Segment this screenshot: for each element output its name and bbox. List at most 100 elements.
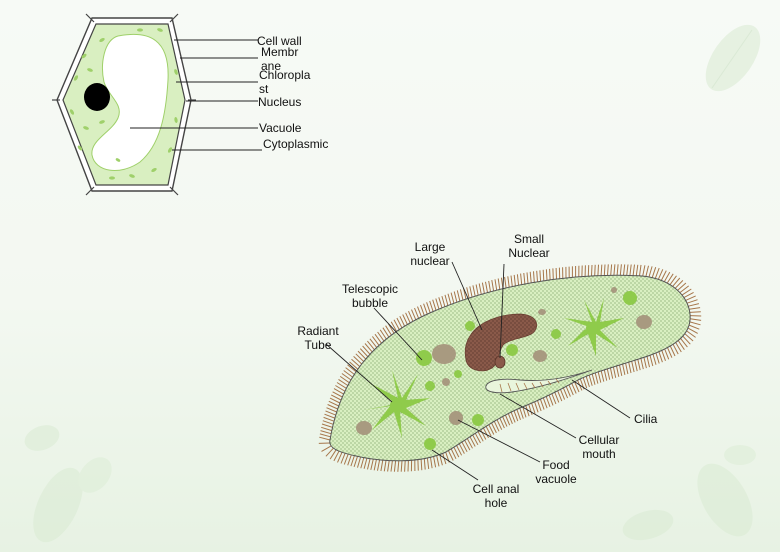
- cilium: [647, 356, 650, 367]
- label-telescopic-bubble: Telescopic bubble: [330, 282, 410, 310]
- cilium: [341, 453, 345, 463]
- cilium: [486, 282, 488, 293]
- label-large-nuclear: Large nuclear: [400, 240, 460, 268]
- cilium: [650, 355, 653, 366]
- label-cytoplasmic: Cytoplasmic: [263, 137, 329, 151]
- cilium: [505, 277, 507, 288]
- cilium: [646, 266, 649, 277]
- cilium: [586, 376, 589, 387]
- cilium: [517, 274, 518, 285]
- label-cilia: Cilia: [634, 412, 657, 426]
- cilium: [610, 368, 612, 379]
- cilium: [652, 267, 656, 278]
- label-chloroplast: Chloroplast: [259, 68, 311, 96]
- cilium: [690, 312, 701, 313]
- cilium: [354, 356, 362, 364]
- cilium: [686, 296, 696, 301]
- label-small-nuclear: Small Nuclear: [496, 232, 562, 260]
- cilium: [656, 353, 659, 364]
- label-food-vacuole: Food vacuole: [524, 458, 588, 486]
- cilium: [655, 268, 659, 278]
- cilium: [427, 302, 431, 313]
- cilium: [358, 351, 366, 359]
- label-vacuole: Vacuole: [259, 121, 301, 135]
- cilium: [368, 459, 371, 470]
- cilium: [598, 265, 599, 276]
- cilium: [374, 460, 376, 471]
- cilium: [394, 461, 395, 472]
- cilium: [356, 354, 364, 362]
- cilium: [537, 271, 538, 282]
- cilium: [378, 460, 380, 471]
- cilium: [629, 362, 631, 373]
- cilium: [620, 365, 622, 376]
- cilium: [601, 371, 604, 382]
- cilium: [662, 350, 666, 360]
- cilium: [627, 265, 628, 276]
- cilium: [641, 358, 643, 369]
- cilium: [473, 285, 475, 296]
- cilium: [643, 265, 645, 276]
- cilium: [427, 458, 428, 469]
- cilium: [689, 325, 699, 329]
- cilium: [583, 378, 587, 389]
- cilium: [326, 411, 336, 415]
- cilium: [690, 319, 701, 321]
- cilium: [421, 305, 425, 315]
- cilium: [636, 265, 638, 276]
- cilium: [371, 459, 374, 470]
- cilium: [321, 431, 332, 434]
- cilium: [324, 417, 334, 421]
- cilium: [470, 286, 472, 297]
- cilium: [521, 274, 522, 285]
- cilium: [364, 458, 367, 469]
- cilium: [635, 360, 637, 371]
- cilium: [649, 266, 652, 277]
- cilium: [595, 265, 596, 276]
- cilium: [517, 409, 521, 419]
- cilium: [535, 402, 539, 413]
- plant-cell: [52, 14, 262, 195]
- cilium: [415, 308, 419, 318]
- cilium: [514, 411, 518, 421]
- cilium: [360, 349, 368, 357]
- cilium: [534, 271, 535, 282]
- cilium: [592, 265, 593, 276]
- cilium: [421, 459, 422, 470]
- cilium: [442, 296, 445, 307]
- cilium: [430, 301, 433, 312]
- cilium: [592, 374, 595, 385]
- cilium: [604, 265, 605, 276]
- cilium: [431, 457, 433, 468]
- cilium: [405, 461, 406, 472]
- cilium: [543, 398, 547, 408]
- cilium: [437, 456, 439, 467]
- cilium: [322, 424, 333, 427]
- cilium: [633, 265, 634, 276]
- cilium: [601, 265, 602, 276]
- cilium: [398, 461, 399, 472]
- cilium: [482, 283, 484, 294]
- cilium: [358, 457, 361, 468]
- cilium: [363, 346, 370, 354]
- cilium: [319, 437, 330, 440]
- cilium: [361, 458, 364, 469]
- cilium: [434, 457, 436, 468]
- cilium: [514, 275, 515, 286]
- cilium: [589, 375, 592, 386]
- cilium: [492, 280, 494, 291]
- cilium: [436, 299, 439, 310]
- cilium: [530, 272, 531, 283]
- cilium: [607, 369, 609, 380]
- cilium: [552, 394, 556, 404]
- cilium: [613, 367, 615, 378]
- label-nucleus: Nucleus: [258, 95, 301, 109]
- cilium: [549, 395, 553, 405]
- cilium: [401, 461, 402, 472]
- cilium: [540, 270, 541, 281]
- cilium: [687, 300, 698, 304]
- cilium: [626, 363, 628, 374]
- cilium: [460, 289, 463, 300]
- cilium: [524, 273, 525, 284]
